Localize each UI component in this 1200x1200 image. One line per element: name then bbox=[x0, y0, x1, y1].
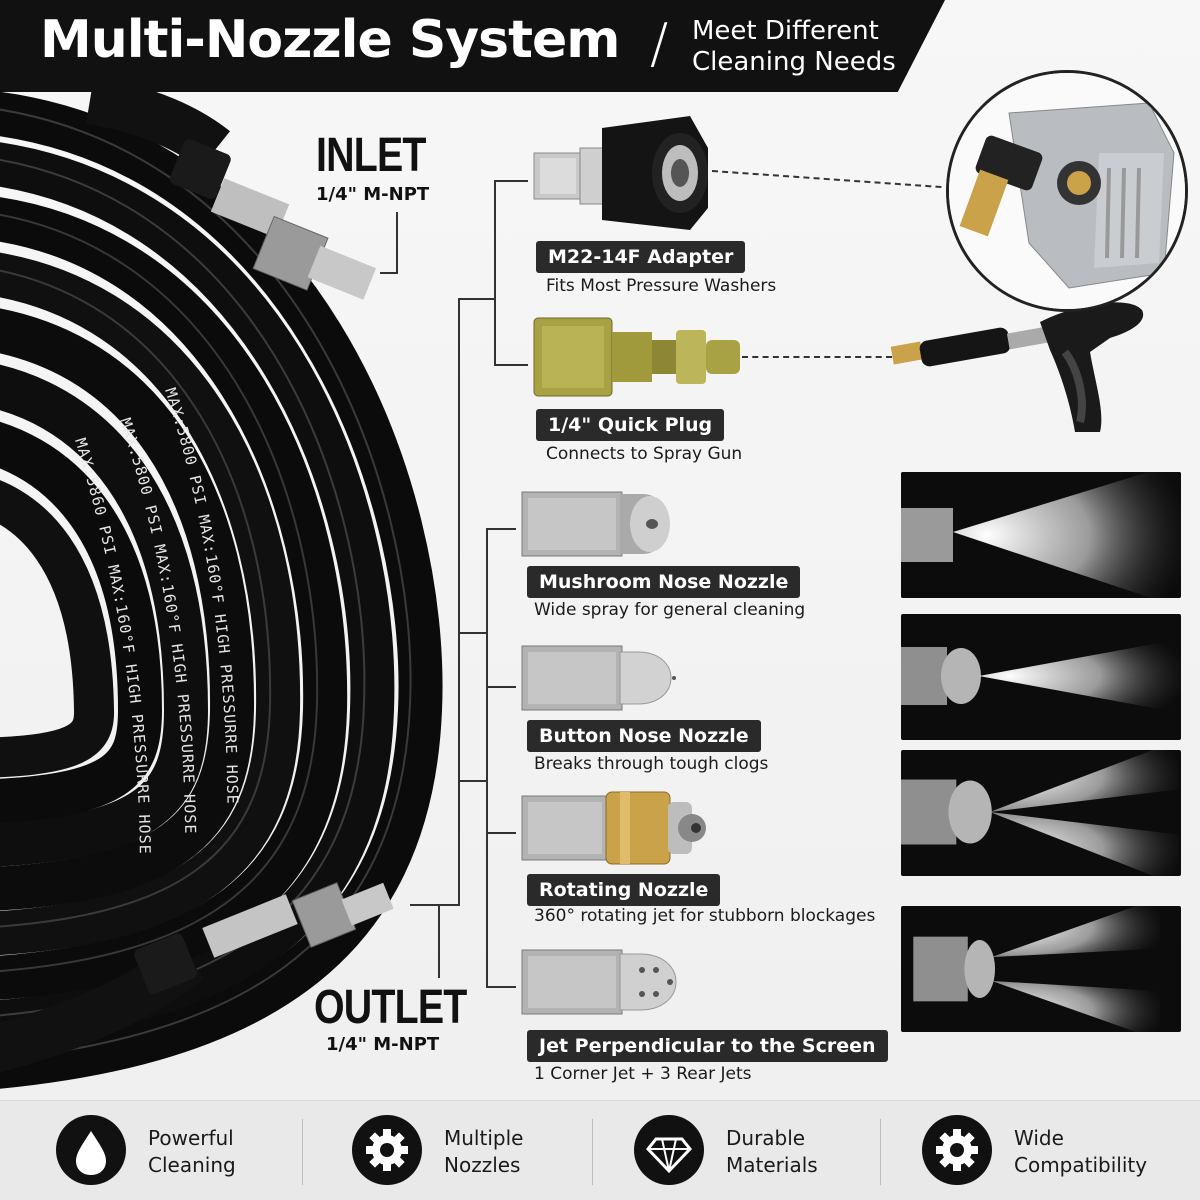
part-label-rotating-nozzle: Rotating Nozzle bbox=[527, 874, 721, 906]
connector-line bbox=[494, 180, 528, 182]
part-desc-rotating-nozzle: 360° rotating jet for stubborn blockages bbox=[534, 906, 876, 926]
part-label-jet-nozzle: Jet Perpendicular to the Screen bbox=[527, 1030, 888, 1062]
outlet-spec: 1/4" M-NPT bbox=[326, 1034, 440, 1055]
connector-line bbox=[486, 832, 516, 834]
connector-line bbox=[458, 298, 494, 300]
connector-line bbox=[486, 528, 488, 988]
connector-line bbox=[458, 632, 486, 634]
feature-divider bbox=[880, 1119, 881, 1185]
hose-coil-image: MAX:5800 PSI MAX:160°F HIGH PRESSURRE HO… bbox=[0, 90, 443, 1089]
m22-adapter-image bbox=[533, 116, 708, 230]
part-label-quick-plug: 1/4" Quick Plug bbox=[536, 409, 725, 441]
page-subtitle: Meet Different Cleaning Needs bbox=[692, 16, 896, 77]
connector-line bbox=[486, 528, 516, 530]
gear-icon bbox=[352, 1115, 422, 1185]
mushroom-nozzle-image bbox=[521, 491, 670, 557]
jet-spray-photo bbox=[901, 906, 1181, 1032]
water-drop-icon bbox=[56, 1115, 126, 1185]
quick-plug-image bbox=[533, 317, 740, 397]
rotating-spray-photo bbox=[901, 750, 1181, 876]
button-nozzle-image bbox=[521, 645, 676, 711]
connector-line bbox=[458, 780, 486, 782]
inlet-bracket bbox=[380, 272, 398, 274]
part-label-button-nozzle: Button Nose Nozzle bbox=[527, 720, 761, 752]
rotating-nozzle-image bbox=[521, 791, 706, 865]
inlet-spec: 1/4" M-NPT bbox=[316, 184, 430, 205]
connector-line bbox=[440, 904, 460, 906]
inlet-title: INLET bbox=[316, 129, 426, 182]
page-title: Multi-Nozzle System bbox=[40, 10, 620, 70]
outlet-bracket bbox=[410, 904, 440, 906]
connector-line bbox=[486, 986, 516, 988]
connector-line bbox=[494, 180, 496, 366]
part-desc-mushroom-nozzle: Wide spray for general cleaning bbox=[534, 600, 806, 620]
jet-nozzle-image bbox=[521, 949, 677, 1015]
part-label-m22-adapter: M22-14F Adapter bbox=[536, 241, 746, 273]
connector-line bbox=[486, 686, 516, 688]
mushroom-spray-photo bbox=[901, 472, 1181, 598]
pump-image bbox=[946, 70, 1188, 312]
part-desc-jet-nozzle: 1 Corner Jet + 3 Rear Jets bbox=[534, 1064, 752, 1084]
part-desc-quick-plug: Connects to Spray Gun bbox=[546, 444, 743, 464]
leader-line-dashed bbox=[742, 356, 892, 358]
gear-icon bbox=[922, 1115, 992, 1185]
feature-divider bbox=[302, 1119, 303, 1185]
feature-divider bbox=[592, 1119, 593, 1185]
connector-line bbox=[494, 364, 528, 366]
header-banner bbox=[0, 0, 945, 92]
part-desc-m22-adapter: Fits Most Pressure Washers bbox=[546, 276, 777, 296]
part-desc-button-nozzle: Breaks through tough clogs bbox=[534, 754, 769, 774]
inlet-bracket bbox=[396, 212, 398, 274]
outlet-title: OUTLET bbox=[314, 981, 467, 1034]
connector-line bbox=[458, 298, 460, 904]
outlet-bracket bbox=[438, 904, 440, 978]
title-divider: / bbox=[650, 12, 669, 75]
leader-line-dashed bbox=[711, 170, 942, 189]
diamond-icon bbox=[634, 1115, 704, 1185]
part-label-mushroom-nozzle: Mushroom Nose Nozzle bbox=[527, 566, 801, 598]
spray-gun-image bbox=[890, 302, 1144, 432]
pump-illustration bbox=[949, 73, 1185, 309]
button-spray-photo bbox=[901, 614, 1181, 740]
